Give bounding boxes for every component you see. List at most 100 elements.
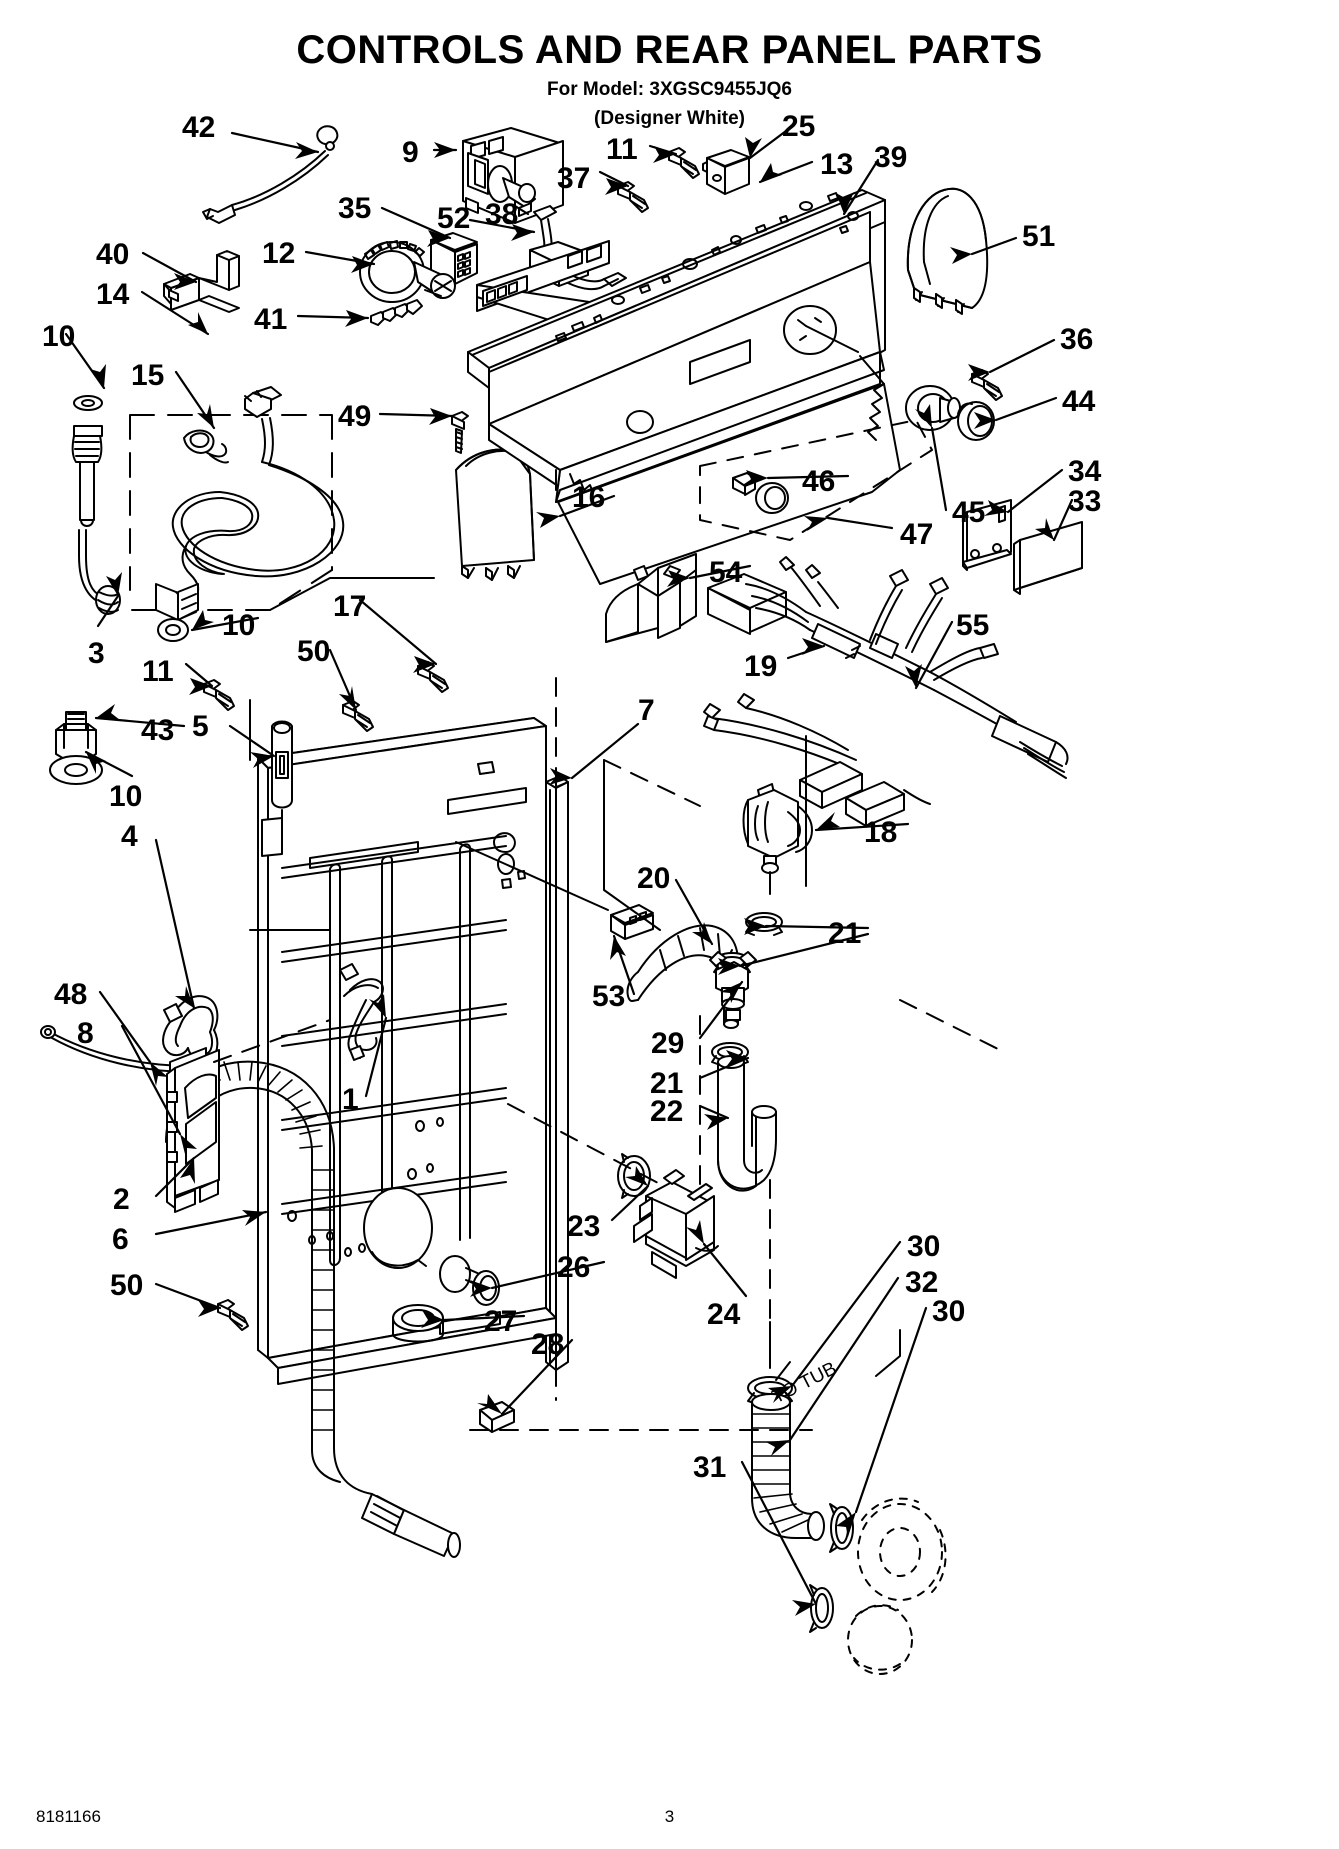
part-50-screw-a <box>342 700 374 732</box>
callout-45: 45 <box>952 496 986 529</box>
callout-32: 32 <box>905 1266 939 1299</box>
pump-phantom <box>847 1497 947 1675</box>
callout-50-a: 50 <box>297 635 331 668</box>
part-33-bracket <box>1013 521 1083 595</box>
callout-41: 41 <box>254 303 288 336</box>
callout-38: 38 <box>485 198 519 231</box>
part-10-washer-a <box>73 395 103 411</box>
callout-53: 53 <box>592 980 626 1013</box>
part-10-washer-c <box>49 755 103 785</box>
callout-49: 49 <box>338 400 372 433</box>
callout-40: 40 <box>96 238 130 271</box>
model-number: 3XGSC9455JQ6 <box>649 79 792 100</box>
callout-35: 35 <box>338 192 372 225</box>
part-9-timer <box>462 127 564 224</box>
page-title: CONTROLS AND REAR PANEL PARTS <box>296 28 1043 72</box>
callout-8: 8 <box>77 1017 94 1050</box>
callout-51: 51 <box>1022 220 1056 253</box>
model-line: For Model: 3XGSC9455JQ6 <box>0 79 1339 101</box>
part-6-rear-panel <box>257 717 557 1385</box>
callout-25: 25 <box>782 110 816 143</box>
part-45-knob <box>905 385 961 431</box>
part-3-level-tube <box>71 425 121 615</box>
callout-19: 19 <box>744 650 778 683</box>
arrowheads <box>86 137 1054 1616</box>
color-variant: (Designer White) <box>594 108 745 129</box>
part-40-bracket <box>163 250 240 313</box>
callout-30-b: 30 <box>932 1295 966 1328</box>
part-50-screw-b <box>217 1299 249 1331</box>
callout-44: 44 <box>1062 385 1096 418</box>
part-10-washer-b <box>157 618 189 642</box>
callout-48: 48 <box>54 978 88 1011</box>
callout-11-a: 11 <box>606 133 638 166</box>
part-41-terminals <box>370 299 423 326</box>
callout-31: 31 <box>693 1451 727 1484</box>
part-11-screw-b <box>203 679 235 711</box>
callout-9: 9 <box>402 136 419 169</box>
footer-part-number: 8181166 <box>36 1807 101 1826</box>
callout-22: 22 <box>650 1095 684 1128</box>
part-39-console-shell <box>557 305 901 585</box>
page-footer: 8181166 3 <box>0 1807 1339 1831</box>
part-25-module <box>702 149 750 195</box>
part-32-pump-hose <box>751 1393 825 1541</box>
callout-21-a: 21 <box>828 917 862 950</box>
part-12-selector <box>359 240 456 303</box>
callout-52: 52 <box>437 202 471 235</box>
part-22-hose <box>717 1055 777 1192</box>
part-30-clamp-b <box>829 1503 854 1553</box>
part-1-clip <box>339 963 384 1061</box>
part-4-hose-clip <box>162 995 219 1062</box>
part-24-sump <box>633 1169 719 1279</box>
part-52-relay <box>430 232 478 285</box>
part-18-water-valve <box>742 783 813 895</box>
callout-46: 46 <box>802 465 836 498</box>
callout-30-a: 30 <box>907 1230 941 1263</box>
callout-23: 23 <box>567 1210 601 1243</box>
part-16-end-cap <box>455 448 535 581</box>
callout-33: 33 <box>1068 485 1102 518</box>
part-19-harness <box>707 556 999 691</box>
assembly-guides <box>213 677 1001 1431</box>
part-15-strain-relief <box>183 429 229 464</box>
callout-21-b: 21 <box>650 1067 684 1100</box>
callout-10-c: 10 <box>109 780 143 813</box>
part-54-duct <box>605 553 697 643</box>
part-49-screw <box>451 411 469 454</box>
callout-10-a: 10 <box>42 320 76 353</box>
callout-11-b: 11 <box>142 655 174 688</box>
callout-39: 39 <box>874 141 908 174</box>
callout-42: 42 <box>182 111 216 144</box>
group-47-dashed <box>699 419 933 541</box>
callout-2: 2 <box>113 1183 130 1216</box>
callout-55: 55 <box>956 609 990 642</box>
callout-4: 4 <box>121 820 138 853</box>
callout-16: 16 <box>572 481 606 514</box>
callout-10-b: 10 <box>222 609 256 642</box>
construction-lines <box>249 577 807 931</box>
footer-page-number: 3 <box>664 1807 675 1826</box>
callout-13: 13 <box>820 148 854 181</box>
callout-29: 29 <box>651 1027 685 1060</box>
leader-lines <box>64 126 1074 1606</box>
callout-54: 54 <box>709 556 743 589</box>
callout-12: 12 <box>262 237 296 270</box>
callout-24: 24 <box>707 1298 741 1331</box>
callout-50-b: 50 <box>110 1269 144 1302</box>
part-31-clamp <box>809 1584 834 1633</box>
to-tub-leader <box>775 1329 901 1381</box>
callout-27: 27 <box>484 1305 518 1338</box>
callout-14: 14 <box>96 278 130 311</box>
callout-18: 18 <box>864 816 898 849</box>
part-power-cord <box>155 386 345 621</box>
part-13-console-rail <box>467 189 886 503</box>
part-5-latch <box>271 720 293 851</box>
callout-1: 1 <box>342 1083 359 1116</box>
part-2-vent <box>166 1047 220 1213</box>
callout-28: 28 <box>531 1328 565 1361</box>
part-42-ground-wire <box>202 125 339 224</box>
